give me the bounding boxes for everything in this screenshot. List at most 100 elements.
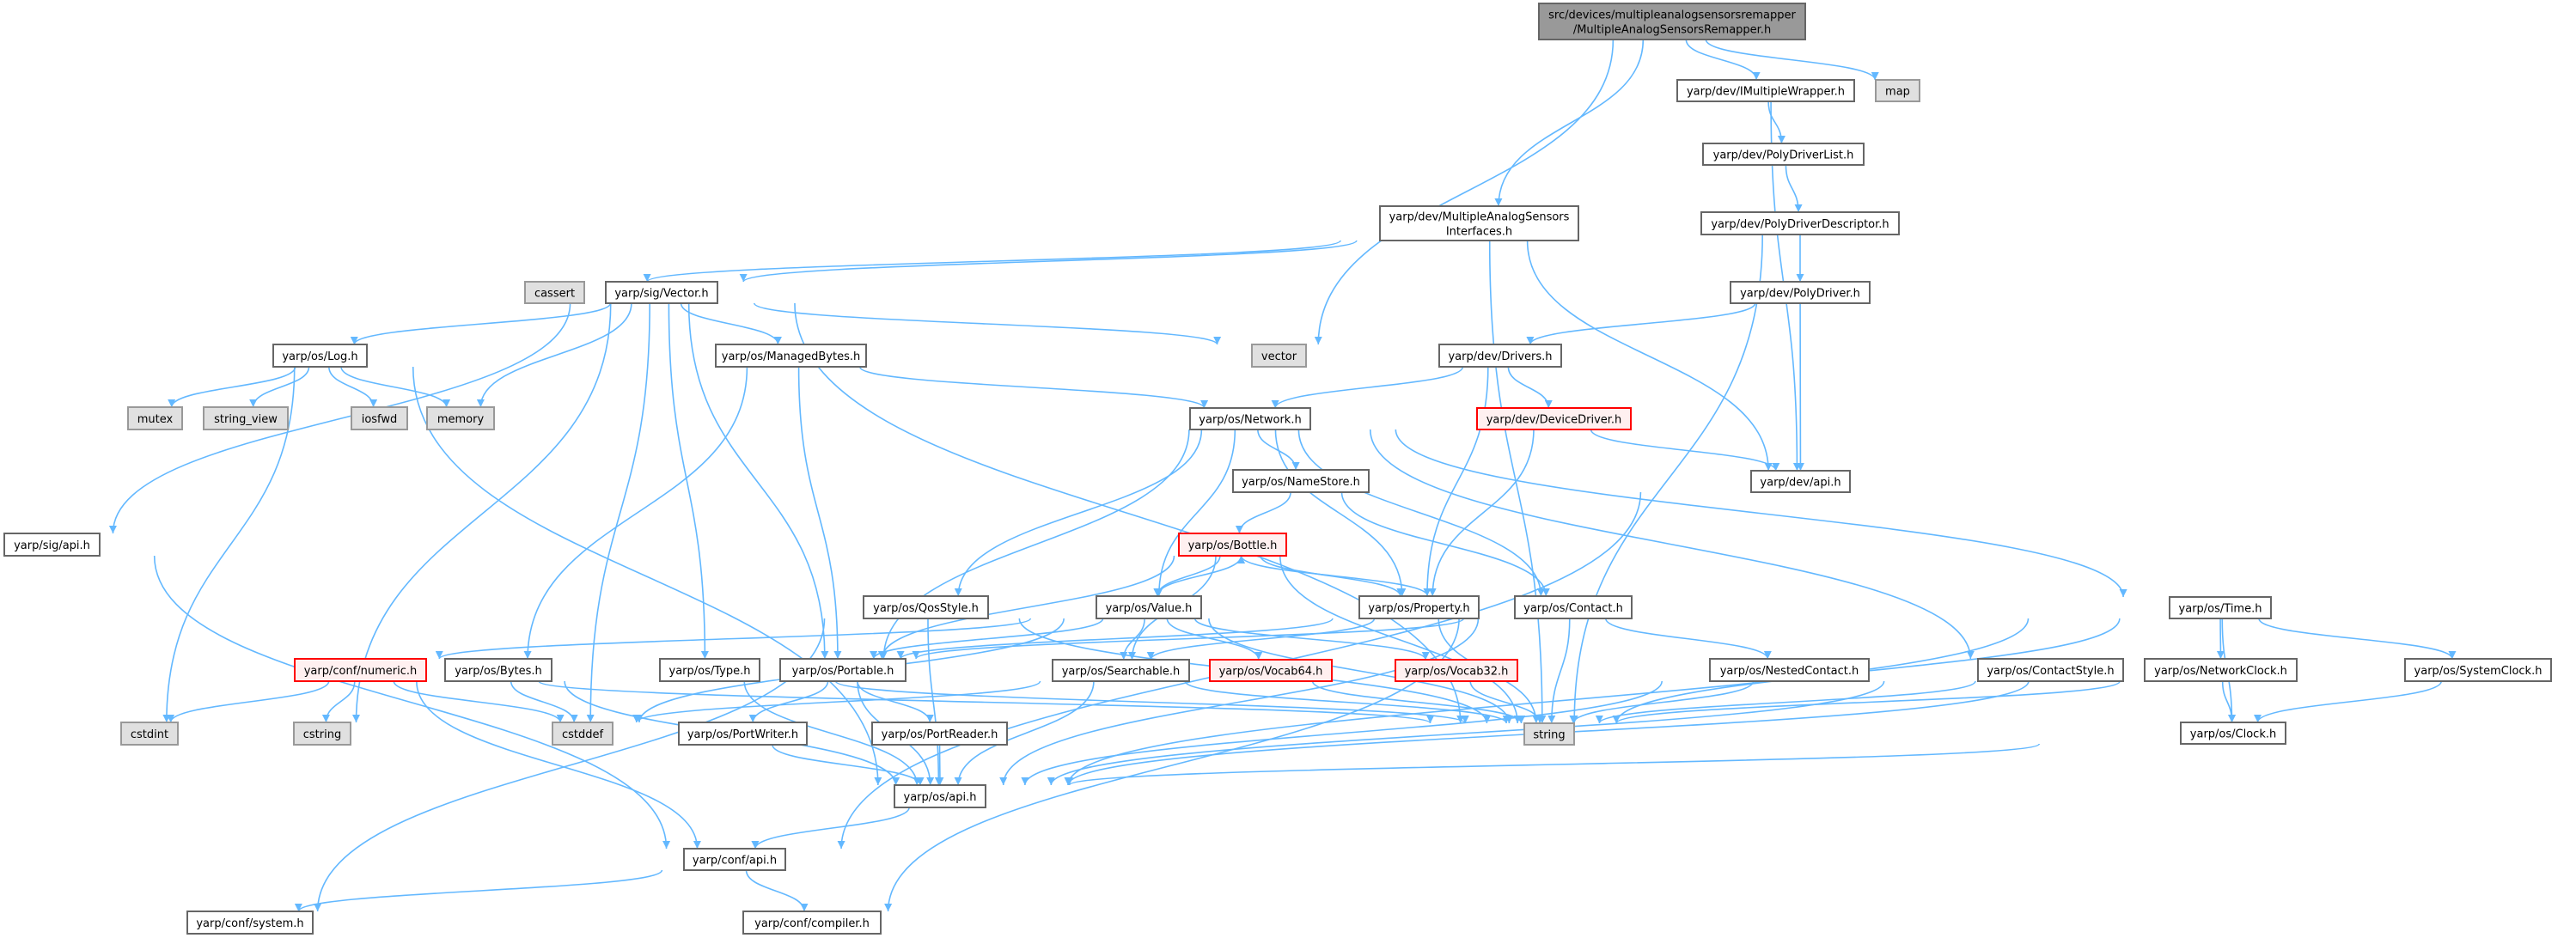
node-searchable[interactable]: yarp/os/Searchable.h — [1052, 659, 1190, 682]
edge-bottle-to-string — [1279, 555, 1522, 724]
node-box — [203, 406, 289, 430]
node-pw[interactable]: yarp/os/PortWriter.h — [678, 722, 808, 746]
edge-bytes-to-cstddef — [510, 680, 578, 723]
edge-searchable-to-string — [1184, 680, 1511, 724]
node-label: yarp/os/QosStyle.h — [873, 602, 979, 615]
nodes-layer: src/devices/multipleanalogsensorsremappe… — [3, 3, 2552, 935]
node-label: cstdint — [131, 728, 168, 741]
edge-bottle-to-portable — [877, 555, 1175, 660]
edge-numeric-to-cstdint — [167, 680, 330, 723]
node-devapi[interactable]: yarp/dev/api.h — [1750, 470, 1851, 493]
node-label: yarp/os/NetworkClock.h — [2154, 665, 2287, 678]
edge-mb-to-portable — [797, 366, 842, 660]
edge-main-to-masi — [1494, 39, 1645, 207]
edge-mb-to-network — [858, 366, 1208, 409]
node-dd[interactable]: yarp/dev/DeviceDriver.h — [1476, 407, 1632, 430]
node-memory: memory — [426, 406, 495, 430]
node-label: yarp/dev/PolyDriverList.h — [1713, 149, 1854, 161]
node-compiler[interactable]: yarp/conf/compiler.h — [742, 911, 882, 935]
edge-network-to-cstyle — [1369, 429, 1975, 660]
node-mb[interactable]: yarp/os/ManagedBytes.h — [715, 344, 867, 368]
node-label: yarp/os/Property.h — [1368, 602, 1469, 615]
node-label: yarp/os/ContactStyle.h — [1987, 665, 2114, 678]
node-osapi[interactable]: yarp/os/api.h — [894, 784, 986, 808]
node-label: yarp/os/Vocab32.h — [1405, 665, 1509, 678]
edge-dd-to-devapi — [1590, 429, 1780, 472]
node-cassert: cassert — [524, 281, 585, 304]
edge-contact-to-nested — [1604, 618, 1772, 660]
edge-log-to-sv — [249, 366, 310, 408]
node-label: vector — [1261, 350, 1297, 363]
node-bottle[interactable]: yarp/os/Bottle.h — [1178, 533, 1287, 557]
edge-ns-to-bottle — [1235, 491, 1291, 534]
node-ns[interactable]: yarp/os/NameStore.h — [1232, 469, 1370, 493]
node-vectorh[interactable]: yarp/sig/Vector.h — [605, 281, 718, 304]
node-value[interactable]: yarp/os/Value.h — [1096, 595, 1202, 619]
node-vocab64[interactable]: yarp/os/Vocab64.h — [1209, 659, 1333, 682]
edge-type-to-osapi — [743, 680, 921, 786]
node-box — [894, 784, 986, 808]
node-label: map — [1885, 85, 1910, 98]
node-log[interactable]: yarp/os/Log.h — [272, 344, 368, 368]
node-box — [3, 533, 101, 557]
node-box — [1977, 658, 2124, 682]
node-label: yarp/os/Searchable.h — [1062, 665, 1181, 678]
node-label: yarp/os/Bytes.h — [455, 665, 542, 678]
edge-vectorh-to-type — [668, 302, 709, 660]
edge-masi-to-vectorh — [739, 240, 1358, 283]
node-main[interactable]: src/devices/multipleanalogsensorsremappe… — [1538, 3, 1806, 40]
node-drivers[interactable]: yarp/dev/Drivers.h — [1438, 344, 1562, 368]
node-label: yarp/os/Clock.h — [2190, 728, 2276, 740]
node-label: string_view — [214, 413, 278, 426]
node-box — [426, 406, 495, 430]
edge-vectorh-to-portable — [687, 302, 829, 660]
node-portable[interactable]: yarp/os/Portable.h — [779, 658, 906, 682]
node-box — [1438, 344, 1562, 368]
edge-time-to-sclock — [2258, 618, 2457, 660]
node-network[interactable]: yarp/os/Network.h — [1189, 407, 1311, 430]
node-imw[interactable]: yarp/dev/IMultipleWrapper.h — [1676, 79, 1855, 102]
node-box — [1523, 722, 1575, 746]
node-vocab32[interactable]: yarp/os/Vocab32.h — [1395, 659, 1518, 682]
edge-nclock-to-clock — [2221, 680, 2237, 723]
edge-numeric-to-cstddef — [393, 680, 565, 723]
node-box — [272, 344, 368, 368]
edge-pdd-to-string — [1570, 234, 1763, 724]
node-system[interactable]: yarp/conf/system.h — [186, 911, 314, 935]
node-cstyle[interactable]: yarp/os/ContactStyle.h — [1977, 658, 2124, 682]
node-nclock[interactable]: yarp/os/NetworkClock.h — [2144, 658, 2298, 682]
node-clock[interactable]: yarp/os/Clock.h — [2180, 722, 2286, 745]
node-numeric[interactable]: yarp/conf/numeric.h — [294, 658, 427, 682]
node-box — [863, 595, 989, 619]
node-sigapi[interactable]: yarp/sig/api.h — [3, 533, 101, 557]
node-pr[interactable]: yarp/os/PortReader.h — [871, 722, 1008, 746]
edge-type-to-string — [834, 680, 1469, 724]
node-box — [1189, 407, 1311, 430]
edge-osapi-to-confapi — [751, 807, 910, 850]
node-contact[interactable]: yarp/os/Contact.h — [1514, 595, 1633, 619]
node-time[interactable]: yarp/os/Time.h — [2169, 596, 2272, 619]
edge-value-to-searchable — [1120, 618, 1145, 661]
edge-numeric-to-cstring — [321, 680, 356, 723]
node-bytes[interactable]: yarp/os/Bytes.h — [444, 658, 552, 682]
node-pd[interactable]: yarp/dev/PolyDriver.h — [1730, 281, 1871, 304]
node-box — [2144, 658, 2298, 682]
node-nested[interactable]: yarp/os/NestedContact.h — [1709, 658, 1870, 682]
node-type[interactable]: yarp/os/Type.h — [659, 658, 760, 682]
node-iosfwd: iosfwd — [351, 406, 408, 430]
node-box — [605, 281, 718, 304]
node-qos[interactable]: yarp/os/QosStyle.h — [863, 595, 989, 619]
node-label: yarp/conf/api.h — [693, 854, 777, 867]
node-sclock[interactable]: yarp/os/SystemClock.h — [2404, 658, 2552, 682]
node-property[interactable]: yarp/os/Property.h — [1358, 595, 1480, 619]
node-pdl[interactable]: yarp/dev/PolyDriverList.h — [1702, 143, 1865, 166]
node-pdd[interactable]: yarp/dev/PolyDriverDescriptor.h — [1700, 211, 1900, 235]
edge-pw-to-osapi — [772, 744, 925, 786]
node-box — [1709, 658, 1870, 682]
node-confapi[interactable]: yarp/conf/api.h — [683, 848, 786, 871]
edge-cstyle-to-osapi — [1047, 680, 1885, 786]
node-box — [1514, 595, 1633, 619]
edge-masi-to-cassert — [643, 240, 1341, 283]
node-box — [1178, 533, 1287, 557]
